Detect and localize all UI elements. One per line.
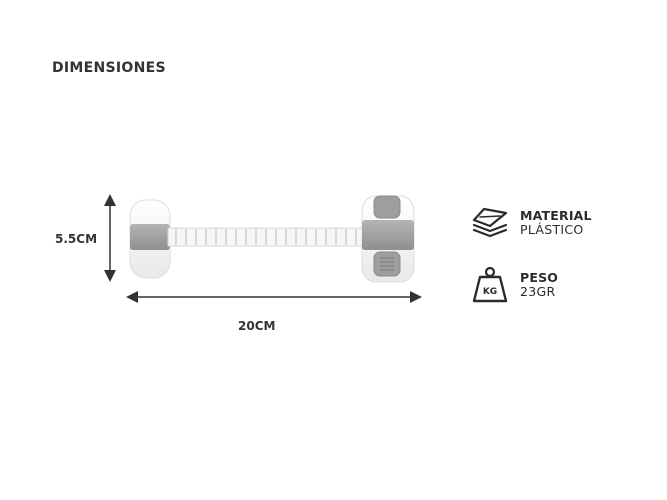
section-title: DIMENSIONES (52, 60, 166, 76)
strap (167, 227, 369, 247)
width-dimension-label: 20CM (238, 319, 276, 333)
spec-material-value: PLÁSTICO (520, 222, 584, 237)
left-cap (129, 199, 171, 279)
spec-weight-value: 23GR (520, 284, 556, 299)
spec-material-name: MATERIAL (520, 208, 592, 223)
height-dimension-label: 5.5CM (55, 232, 98, 246)
layers-icon (472, 207, 508, 238)
kg-icon-text: KG (483, 287, 497, 297)
spec-weight-name: PESO (520, 270, 559, 285)
kg-weight-icon: KG (472, 266, 508, 303)
right-buckle (361, 195, 415, 283)
spec-material: MATERIAL PLÁSTICO (470, 203, 592, 243)
spec-weight: KG PESO 23GR (470, 265, 558, 305)
